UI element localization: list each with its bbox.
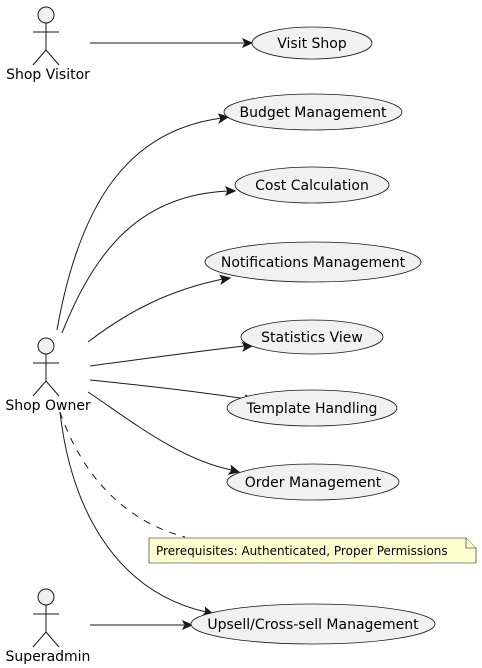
edge-owner-budget bbox=[56, 117, 223, 331]
arrowhead-orders bbox=[227, 464, 241, 475]
usecase-visit-shop: Visit Shop bbox=[251, 26, 373, 60]
edge-owner-upsell bbox=[59, 411, 207, 613]
usecase-notifications-management: Notifications Management bbox=[204, 241, 422, 283]
actor-shop-owner: Shop Owner bbox=[5, 337, 91, 414]
edge-owner-orders bbox=[87, 391, 233, 471]
arrowhead-visit-shop bbox=[241, 37, 254, 49]
connections bbox=[56, 37, 256, 631]
actor-label: Shop Visitor bbox=[6, 67, 90, 83]
edge-owner-statistics bbox=[89, 345, 245, 367]
usecase-label: Cost Calculation bbox=[255, 178, 369, 194]
arrowhead-notifications bbox=[219, 274, 232, 286]
actor-label: Shop Owner bbox=[5, 398, 91, 414]
usecase-label: Template Handling bbox=[246, 401, 378, 417]
note-text: Prerequisites: Authenticated, Proper Per… bbox=[156, 544, 448, 558]
usecase-budget-management: Budget Management bbox=[223, 93, 403, 131]
arrowhead-cost bbox=[224, 185, 237, 197]
edge-owner-notifications bbox=[87, 278, 224, 343]
usecase-order-management: Order Management bbox=[226, 463, 400, 501]
edge-owner-cost bbox=[61, 190, 229, 334]
stick-figure-icon bbox=[32, 6, 60, 66]
usecase-label: Order Management bbox=[245, 475, 382, 491]
usecase-statistics-view: Statistics View bbox=[240, 319, 384, 355]
usecase-template-handling: Template Handling bbox=[226, 389, 398, 427]
usecase-label: Upsell/Cross-sell Management bbox=[207, 617, 419, 633]
edge-owner-templates bbox=[89, 379, 248, 400]
actor-shop-visitor: Shop Visitor bbox=[6, 6, 90, 83]
stick-figure-icon bbox=[32, 588, 60, 648]
arrowhead-upsell-superadmin bbox=[181, 619, 194, 631]
prerequisites-note: Prerequisites: Authenticated, Proper Per… bbox=[148, 537, 477, 564]
usecase-label: Notifications Management bbox=[221, 255, 406, 271]
note-connector bbox=[59, 411, 186, 538]
usecase-upsell-management: Upsell/Cross-sell Management bbox=[190, 603, 436, 645]
arrowhead-statistics bbox=[241, 341, 254, 352]
stick-figure-icon bbox=[32, 337, 60, 397]
usecase-label: Statistics View bbox=[261, 330, 363, 346]
arrowhead-budget bbox=[217, 113, 230, 124]
usecase-label: Visit Shop bbox=[277, 36, 347, 52]
usecase-label: Budget Management bbox=[239, 105, 387, 121]
note-fold bbox=[465, 538, 476, 549]
note-body bbox=[148, 537, 477, 564]
usecase-cost-calculation: Cost Calculation bbox=[234, 166, 390, 204]
actor-superadmin: Superadmin bbox=[6, 588, 91, 665]
actor-label: Superadmin bbox=[6, 649, 91, 665]
